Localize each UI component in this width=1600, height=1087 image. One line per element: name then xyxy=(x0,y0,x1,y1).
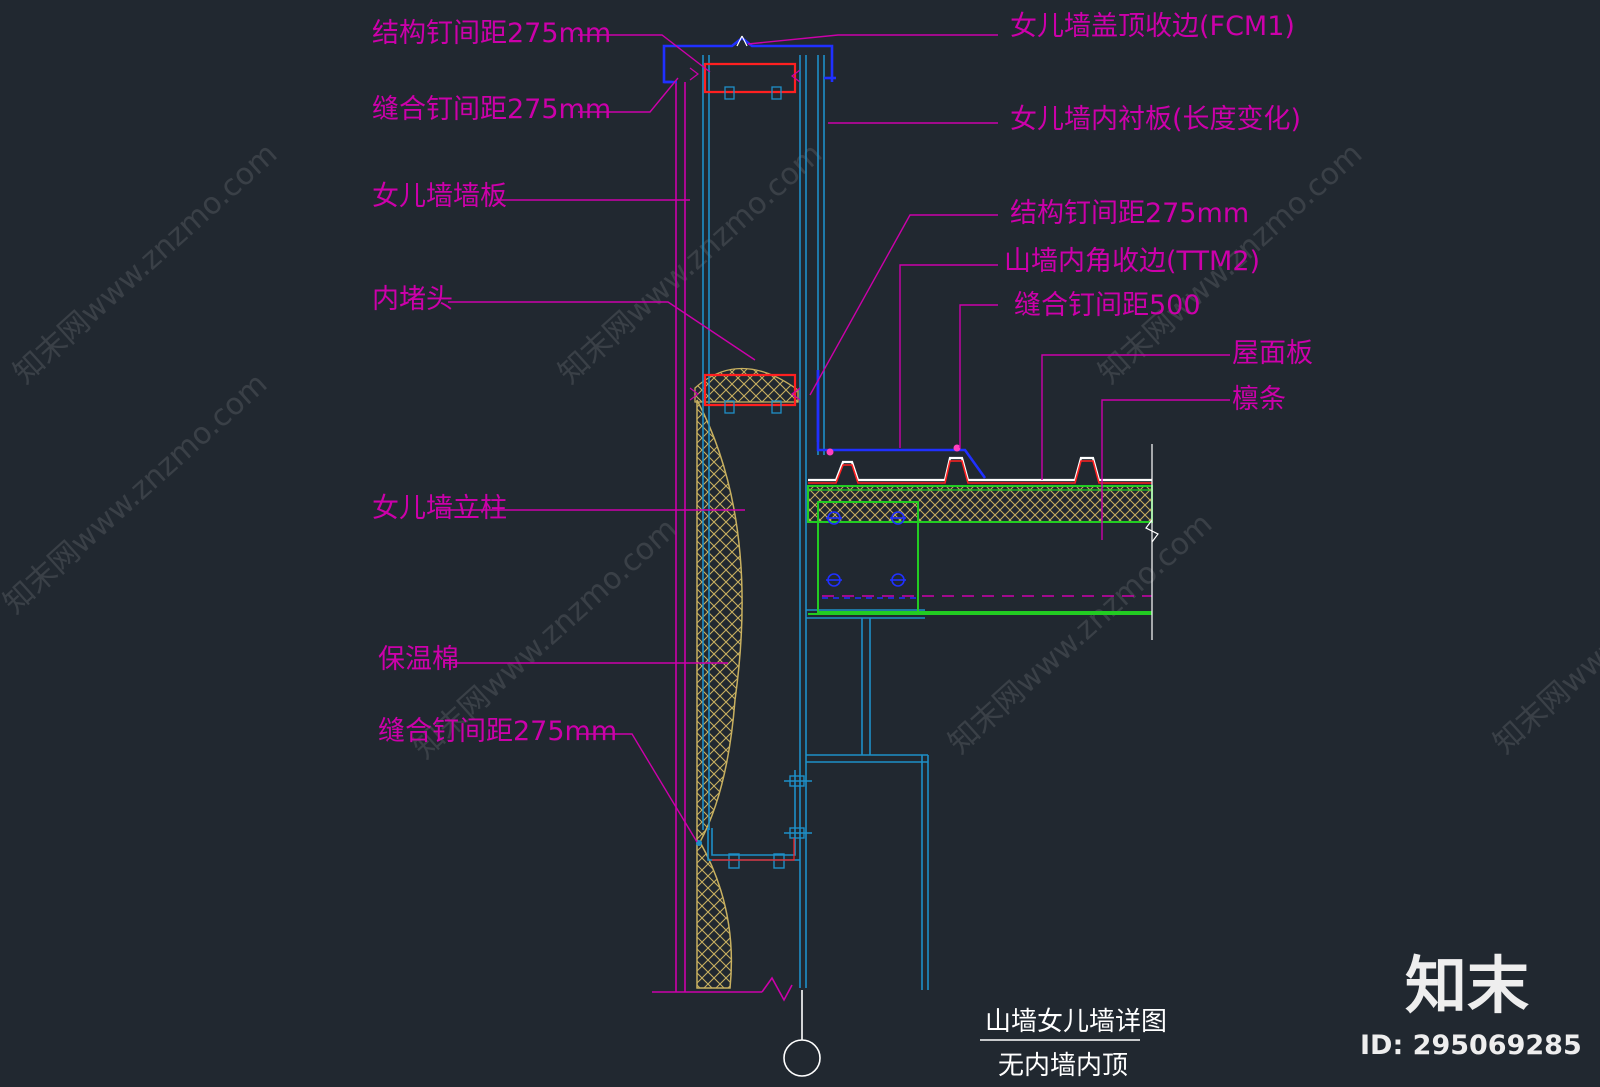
label-purlin: 檩条 xyxy=(1232,384,1286,415)
break-lines xyxy=(1145,444,1159,640)
lower-bolts xyxy=(728,775,812,869)
upper-bolts xyxy=(724,86,782,414)
leader-lines xyxy=(436,34,1230,843)
watermark-text: 知末网www.znzmo.com xyxy=(1487,506,1600,761)
label-parapet-panel: 女儿墙墙板 xyxy=(372,181,507,212)
watermark-text: 知末网www.znzmo.com xyxy=(552,136,829,391)
parapet-wall-panel xyxy=(652,82,793,1002)
watermark-text: 知末网www.znzmo.com xyxy=(0,366,274,621)
drawing-subtitle: 无内墙内顶 xyxy=(998,1051,1128,1081)
insulation-top xyxy=(694,367,799,403)
label-gable-corner-flashing: 山墙内角收边(TTM2) xyxy=(1004,246,1260,277)
label-insulation: 保温棉 xyxy=(378,644,459,675)
steel-column xyxy=(806,609,929,990)
roof-purlin xyxy=(808,501,1152,615)
cap-ridge xyxy=(736,35,748,47)
watermark-text: 知末网www.znzmo.com xyxy=(7,136,284,391)
label-roof-panel: 屋面板 xyxy=(1232,338,1313,369)
label-struct-nail-top: 结构钉间距275mm xyxy=(372,18,611,49)
label-inner-plug: 内堵头 xyxy=(372,284,453,315)
label-seam-nail-top: 缝合钉间距275mm xyxy=(372,94,611,125)
title-block: 山墙女儿墙详图 无内墙内顶 xyxy=(980,1007,1167,1081)
label-seam-nail-bottom: 缝合钉间距275mm xyxy=(378,716,617,747)
roof-panel xyxy=(807,456,1153,523)
label-parapet-cap-flashing: 女儿墙盖顶收边(FCM1) xyxy=(1010,11,1295,42)
label-parapet-inner-liner: 女儿墙内衬板(长度变化) xyxy=(1010,104,1301,135)
label-seam-nail-500: 缝合钉间距500 xyxy=(1014,290,1201,321)
purlin-bolts xyxy=(826,511,906,587)
cap-flashing-fcm1 xyxy=(662,36,836,84)
lower-purlin-edge xyxy=(712,838,795,861)
image-id: ID: 295069285 xyxy=(1360,1030,1582,1061)
label-parapet-column: 女儿墙立柱 xyxy=(372,493,507,524)
brand-logo-text: 知末 xyxy=(1405,949,1529,1022)
axis-bubble xyxy=(783,990,821,1077)
rivet xyxy=(826,448,834,456)
parapet-purlins xyxy=(703,62,797,407)
side-fasteners xyxy=(689,67,801,401)
rivet xyxy=(953,444,961,452)
label-struct-nail-right: 结构钉间距275mm xyxy=(1010,198,1249,229)
drawing-title: 山墙女儿墙详图 xyxy=(985,1007,1167,1037)
watermark-text: 知末网www.znzmo.com xyxy=(942,506,1219,761)
callout-labels: 结构钉间距275mm 缝合钉间距275mm 女儿墙墙板 内堵头 女儿墙立柱 保温… xyxy=(372,11,1313,747)
